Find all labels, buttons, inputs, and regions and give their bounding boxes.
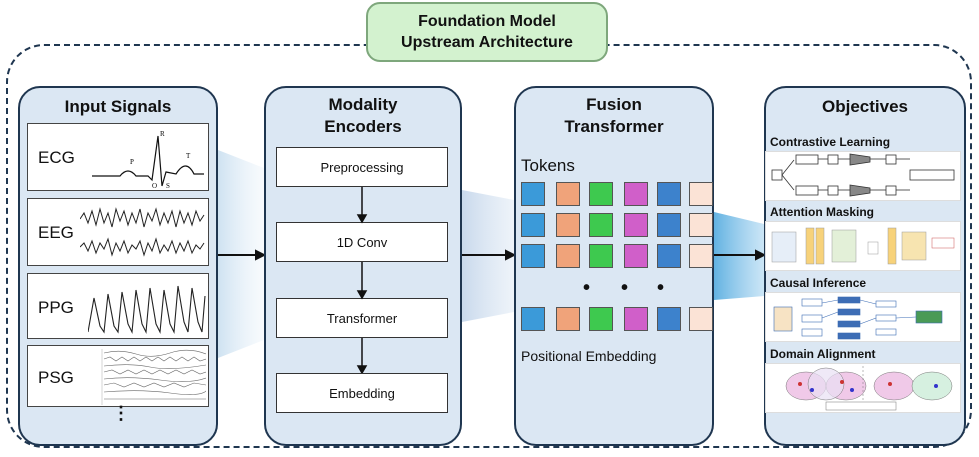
more-signals-ellipsis: ⋮ <box>112 403 130 423</box>
objectives-title: Objectives <box>822 97 908 116</box>
fusion-transformer-panel: Fusion Transformer <box>514 86 714 446</box>
positional-embedding-label: Positional Embedding <box>521 348 657 364</box>
token-r0-c3 <box>624 182 648 206</box>
objective-label-attention: Attention Masking <box>770 205 874 219</box>
token-r0-c4 <box>657 182 681 206</box>
step-embedding: Embedding <box>276 373 448 413</box>
token-r0-c5 <box>689 182 713 206</box>
token-r1-c5 <box>689 213 713 237</box>
ppg-waveform <box>88 285 206 334</box>
eeg-waveform <box>80 207 205 257</box>
svg-text:Q: Q <box>152 182 157 188</box>
step-preprocessing: Preprocessing <box>276 147 448 187</box>
fusion-title-line-1: Fusion <box>586 95 642 114</box>
token-r2-c2 <box>589 244 613 268</box>
signal-label-ecg: ECG <box>38 148 75 167</box>
signal-card-eeg: EEG <box>27 198 209 266</box>
token-r2-c1 <box>556 244 580 268</box>
objective-label-domain: Domain Alignment <box>770 347 876 361</box>
token-r1-c4 <box>657 213 681 237</box>
input-signals-title: Input Signals <box>64 97 172 116</box>
domain-alignment-figure <box>765 363 961 413</box>
objective-label-causal: Causal Inference <box>770 276 867 290</box>
svg-text:R: R <box>160 130 165 138</box>
token-r3-c4 <box>657 307 681 331</box>
token-r3-c0 <box>521 307 545 331</box>
token-r2-c4 <box>657 244 681 268</box>
token-r3-c3 <box>624 307 648 331</box>
token-r2-c3 <box>624 244 648 268</box>
psg-waveform <box>101 349 206 405</box>
token-continuation-dot-1: • <box>621 277 629 299</box>
signal-card-psg: PSG <box>27 345 209 407</box>
signal-card-ecg: ECG R P T Q S <box>27 123 209 191</box>
encoders-title-line-1: Modality <box>328 95 398 114</box>
signal-label-eeg: EEG <box>38 223 74 242</box>
title-line-1: Foundation Model <box>418 13 556 30</box>
signal-label-ppg: PPG <box>38 298 74 317</box>
signal-card-ppg: PPG <box>27 273 209 339</box>
encoders-title-line-2: Encoders <box>324 117 402 136</box>
token-r1-c0 <box>521 213 545 237</box>
token-r0-c2 <box>589 182 613 206</box>
token-r2-c0 <box>521 244 545 268</box>
token-r1-c3 <box>624 213 648 237</box>
title-line-2: Upstream Architecture <box>401 34 573 51</box>
token-r1-c2 <box>589 213 613 237</box>
tokens-label: Tokens <box>521 156 575 175</box>
token-r3-c5 <box>689 307 713 331</box>
token-r3-c1 <box>556 307 580 331</box>
token-continuation-dot-0: • <box>583 277 591 299</box>
objective-label-contrastive: Contrastive Learning <box>770 135 891 149</box>
token-r3-c2 <box>589 307 613 331</box>
svg-text:T: T <box>186 152 191 160</box>
attention-masking-figure <box>765 221 961 271</box>
contrastive-learning-figure <box>765 151 961 201</box>
encoder-step-arrows <box>356 187 368 373</box>
token-continuation-dot-2: • <box>657 277 665 299</box>
diagram-title: Foundation Model Upstream Architecture <box>366 2 608 62</box>
ecg-waveform: R P T Q S <box>92 130 204 188</box>
token-r0-c1 <box>556 182 580 206</box>
causal-inference-figure <box>765 292 961 342</box>
token-r1-c1 <box>556 213 580 237</box>
svg-text:S: S <box>166 182 170 188</box>
svg-text:P: P <box>130 158 134 166</box>
fusion-title-line-2: Transformer <box>564 117 664 136</box>
signal-label-psg: PSG <box>38 368 74 387</box>
token-r2-c5 <box>689 244 713 268</box>
token-grid: • • • <box>521 182 713 332</box>
token-r0-c0 <box>521 182 545 206</box>
